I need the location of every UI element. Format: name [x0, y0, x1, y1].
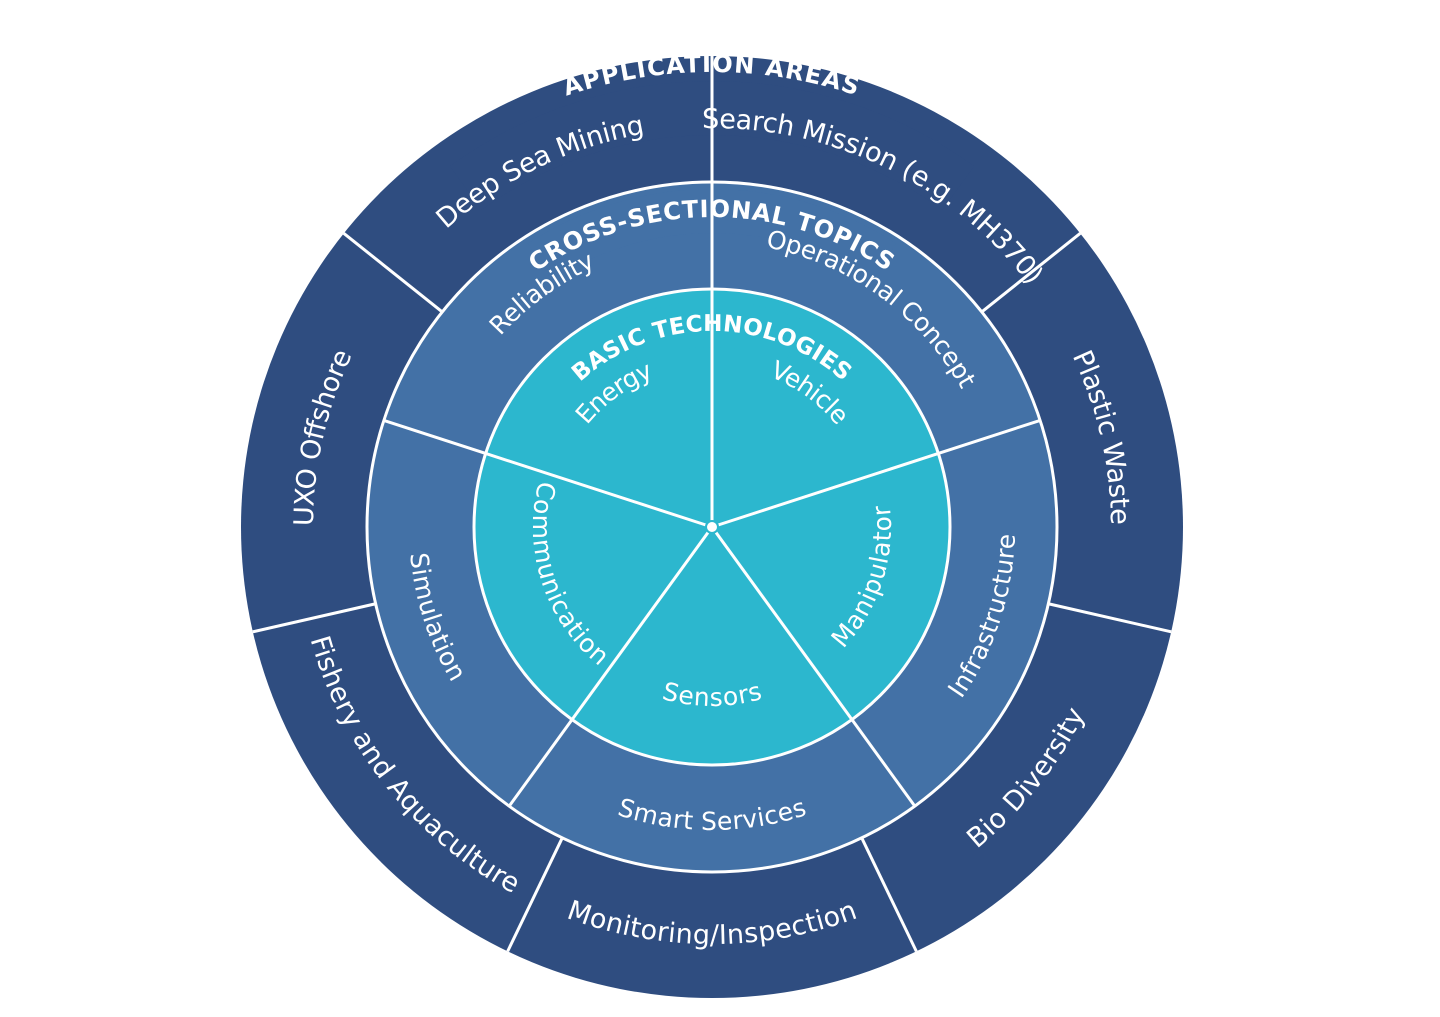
segment-divider — [383, 418, 487, 455]
segment-divider — [508, 718, 574, 807]
application-title-tab — [449, 81, 975, 210]
center-hub — [705, 520, 719, 534]
segment-divider — [937, 418, 1041, 455]
cross-sectional-title-tab — [527, 188, 897, 281]
segment-divider — [252, 602, 376, 634]
basic-dividers — [485, 289, 939, 721]
segment-divider — [860, 837, 918, 953]
segment-divider — [342, 232, 444, 314]
application-dividers — [252, 56, 1172, 953]
segment-divider — [710, 526, 854, 721]
segment-divider — [1048, 602, 1172, 634]
segment-divider — [711, 452, 939, 529]
segment-divider — [570, 526, 714, 721]
segment-divider — [850, 718, 916, 807]
segment-divider — [980, 232, 1082, 314]
segment-divider — [506, 837, 564, 953]
segment-divider — [485, 452, 713, 529]
